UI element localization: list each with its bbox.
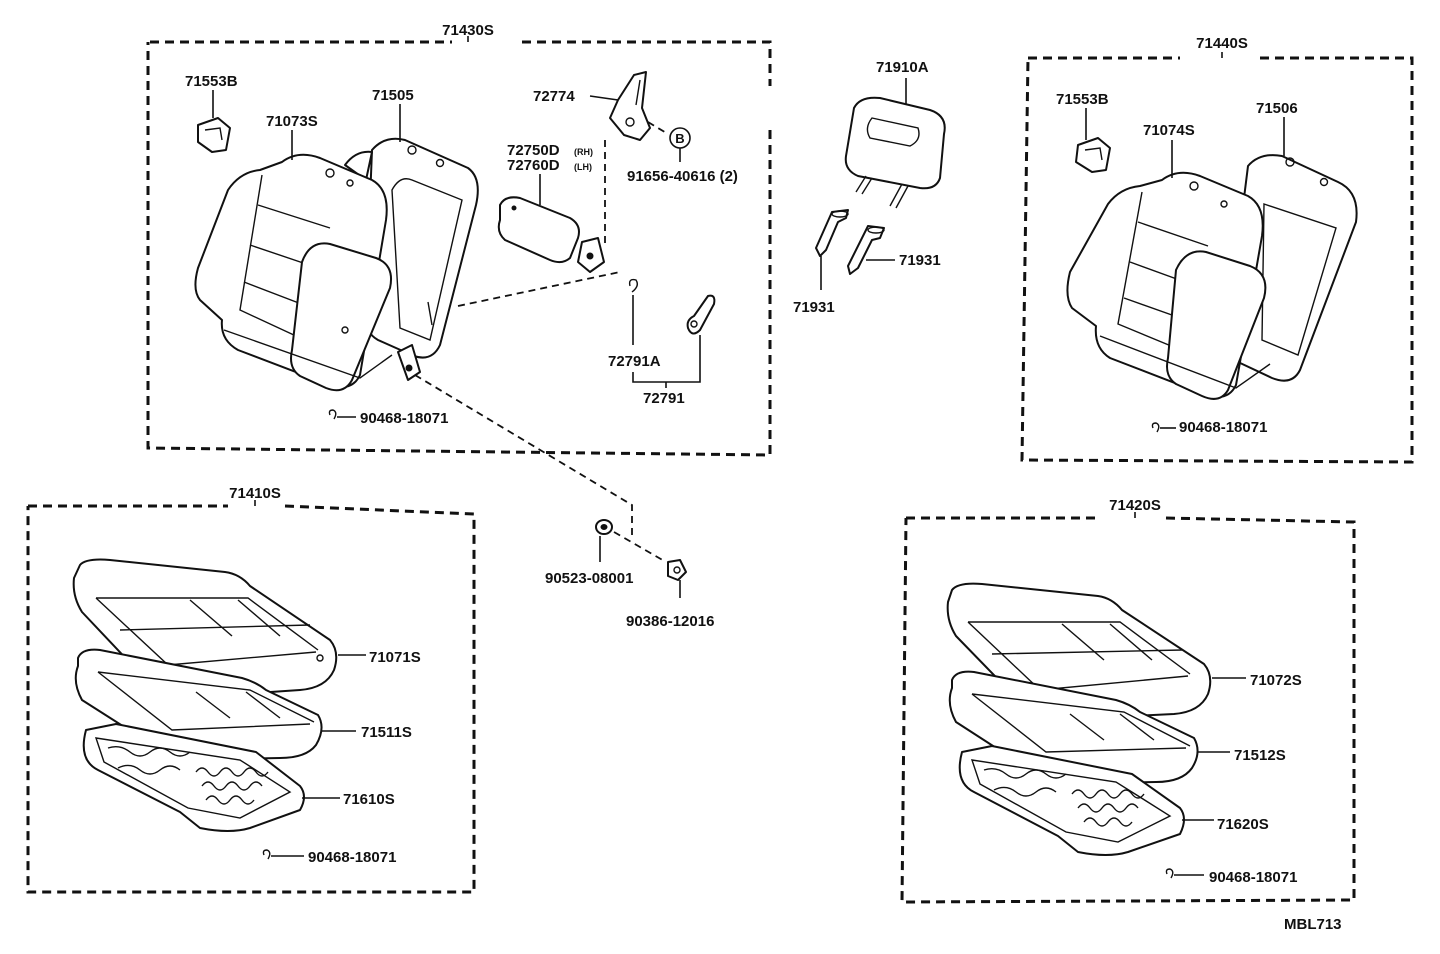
group-71410s: 71410S 71071S 71511S [26,485,476,894]
label-71506: 71506 [1256,100,1298,117]
seatback-cover-icon [194,153,393,392]
seat-frame-icon-right [958,745,1185,856]
clip-part-icon-right [1075,137,1111,173]
label-72774: 72774 [533,88,575,105]
group-71420s: 71420S 71072S 71512S [900,497,1356,904]
label-91656: 91656-40616 (2) [627,168,738,185]
label-71511s: 71511S [361,724,412,741]
label-71931-right: 71931 [899,252,941,269]
clip-part-icon [197,117,231,153]
seatback-panel-icon [497,196,605,273]
label-90468-b: 90468-18071 [1179,419,1267,436]
label-71505: 71505 [372,87,414,104]
headrest-guide-right-icon [847,225,885,275]
label-71910a: 71910A [876,59,929,76]
nut-icon [595,519,613,535]
label-90386: 90386-12016 [626,613,714,630]
marker-b: B [675,131,684,146]
label-72760d: 72760D [507,157,560,174]
label-72760d-side: (LH) [574,162,592,172]
label-71072s: 71072S [1250,672,1302,689]
hinge-bracket-icon [397,344,421,381]
seatback-lock-icon [609,71,651,141]
headrest-guide-left-icon [815,209,849,257]
label-72750d: 72750D [507,142,560,159]
group-label-71410s: 71410S [229,485,281,502]
seat-frame-icon [82,723,305,832]
label-71620s: 71620S [1217,816,1269,833]
label-90468-d: 90468-18071 [1209,869,1297,886]
label-71610s: 71610S [343,791,395,808]
headrest-icon [844,96,946,209]
group-71430s: 71430S 71553B 71505 [146,22,772,540]
diagram-code: MBL713 [1284,916,1342,933]
group-71440s: 71440S 71553B 71506 71074S [1020,35,1414,464]
label-90523: 90523-08001 [545,570,633,587]
bolt-icon [667,559,687,581]
label-71553b-left: 71553B [185,73,238,90]
label-71071s: 71071S [369,649,421,666]
label-72791a: 72791A [608,353,661,370]
label-71512s: 71512S [1234,747,1286,764]
seatback-cover-icon-right [1066,171,1271,400]
label-71931-left: 71931 [793,299,835,316]
label-71553b-right: 71553B [1056,91,1109,108]
label-72750d-side: (RH) [574,147,593,157]
bolt-group: 90523-08001 90386-12016 [545,519,714,630]
label-71073s: 71073S [266,113,318,130]
headrest-group: 71910A 71931 71931 [793,59,946,316]
label-71074s: 71074S [1143,122,1195,139]
group-label-71420s: 71420S [1109,497,1161,514]
striker-icon [686,294,716,335]
clip-ring-icon [628,278,639,293]
label-72791: 72791 [643,390,685,407]
group-label-71430s: 71430S [442,22,494,39]
group-label-71440s: 71440S [1196,35,1248,52]
label-90468-a: 90468-18071 [360,410,448,427]
label-90468-c: 90468-18071 [308,849,396,866]
